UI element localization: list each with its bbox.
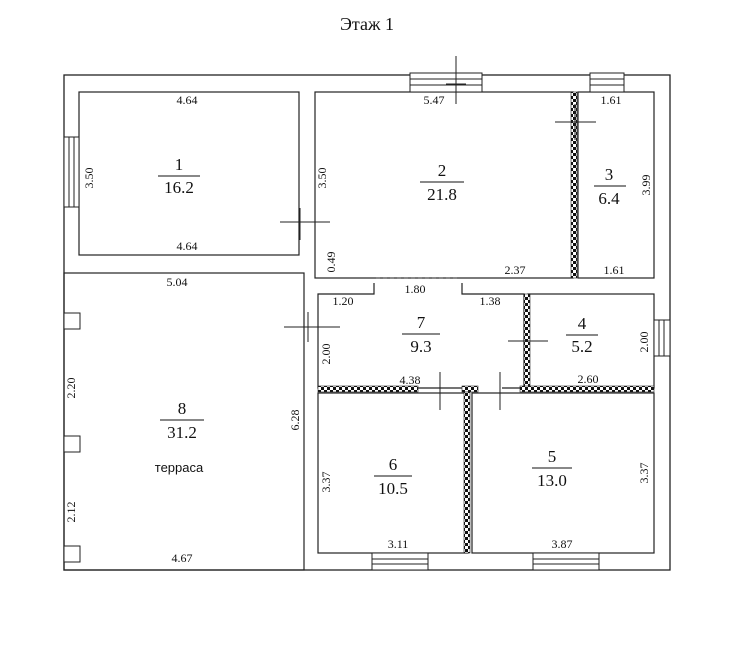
partition-wall [317,385,419,393]
partition-wall [461,385,479,393]
dimension: 5.04 [167,275,188,289]
dimension: 3.50 [315,168,329,189]
window [532,552,600,571]
partition-wall [463,391,471,554]
dimension: 2.37 [505,263,526,277]
dimension: 1.20 [333,294,354,308]
dimension: 4.64 [177,239,198,253]
room-1-area: 16.2 [164,178,194,197]
window [409,72,483,93]
room-4-number: 4 [578,314,587,333]
room-1-number: 1 [175,155,184,174]
dimension: 2.00 [637,332,651,353]
door-marker [280,56,596,410]
room-6-number: 6 [389,455,398,474]
room-3-area: 6.4 [598,189,620,208]
room-8-label: терраса [155,460,204,475]
room-4-area: 5.2 [571,337,592,356]
dimension: 3.37 [637,463,651,484]
window [653,319,671,357]
room-5-area: 13.0 [537,471,567,490]
room-8-number: 8 [178,399,187,418]
terrace-post [63,312,81,563]
room-5-number: 5 [548,447,557,466]
window [371,552,429,571]
dimension: 2.20 [64,378,78,399]
window [589,72,625,93]
dimension: 4.38 [400,373,421,387]
dimension: 3.87 [552,537,573,551]
room-7-number: 7 [417,313,426,332]
window [63,136,80,208]
room-3-number: 3 [605,165,614,184]
dimension: 0.49 [324,252,338,273]
room-2-number: 2 [438,161,447,180]
dimension: 3.11 [388,537,409,551]
dimension: 2.12 [64,502,78,523]
dimension: 4.64 [177,93,198,107]
dimension: 3.37 [319,472,333,493]
dimension: 6.28 [288,410,302,431]
dimension: 5.47 [424,93,445,107]
partition-wall [570,91,578,279]
room-8-area: 31.2 [167,423,197,442]
dimension: 3.50 [82,168,96,189]
dimension: 1.80 [405,282,426,296]
dimension: 1.38 [480,294,501,308]
room-6-area: 10.5 [378,479,408,498]
partition-wall [519,385,655,393]
dimension: 2.60 [578,372,599,386]
dimension: 1.61 [604,263,625,277]
dimension: 3.99 [639,175,653,196]
room-8-outline [63,272,305,571]
dimension: 2.00 [319,344,333,365]
dimension: 4.67 [172,551,193,565]
room-7-area: 9.3 [410,337,431,356]
dimension: 1.61 [601,93,622,107]
room-1-outline [78,91,300,256]
floor-title: Этаж 1 [340,14,394,34]
room-2-area: 21.8 [427,185,457,204]
